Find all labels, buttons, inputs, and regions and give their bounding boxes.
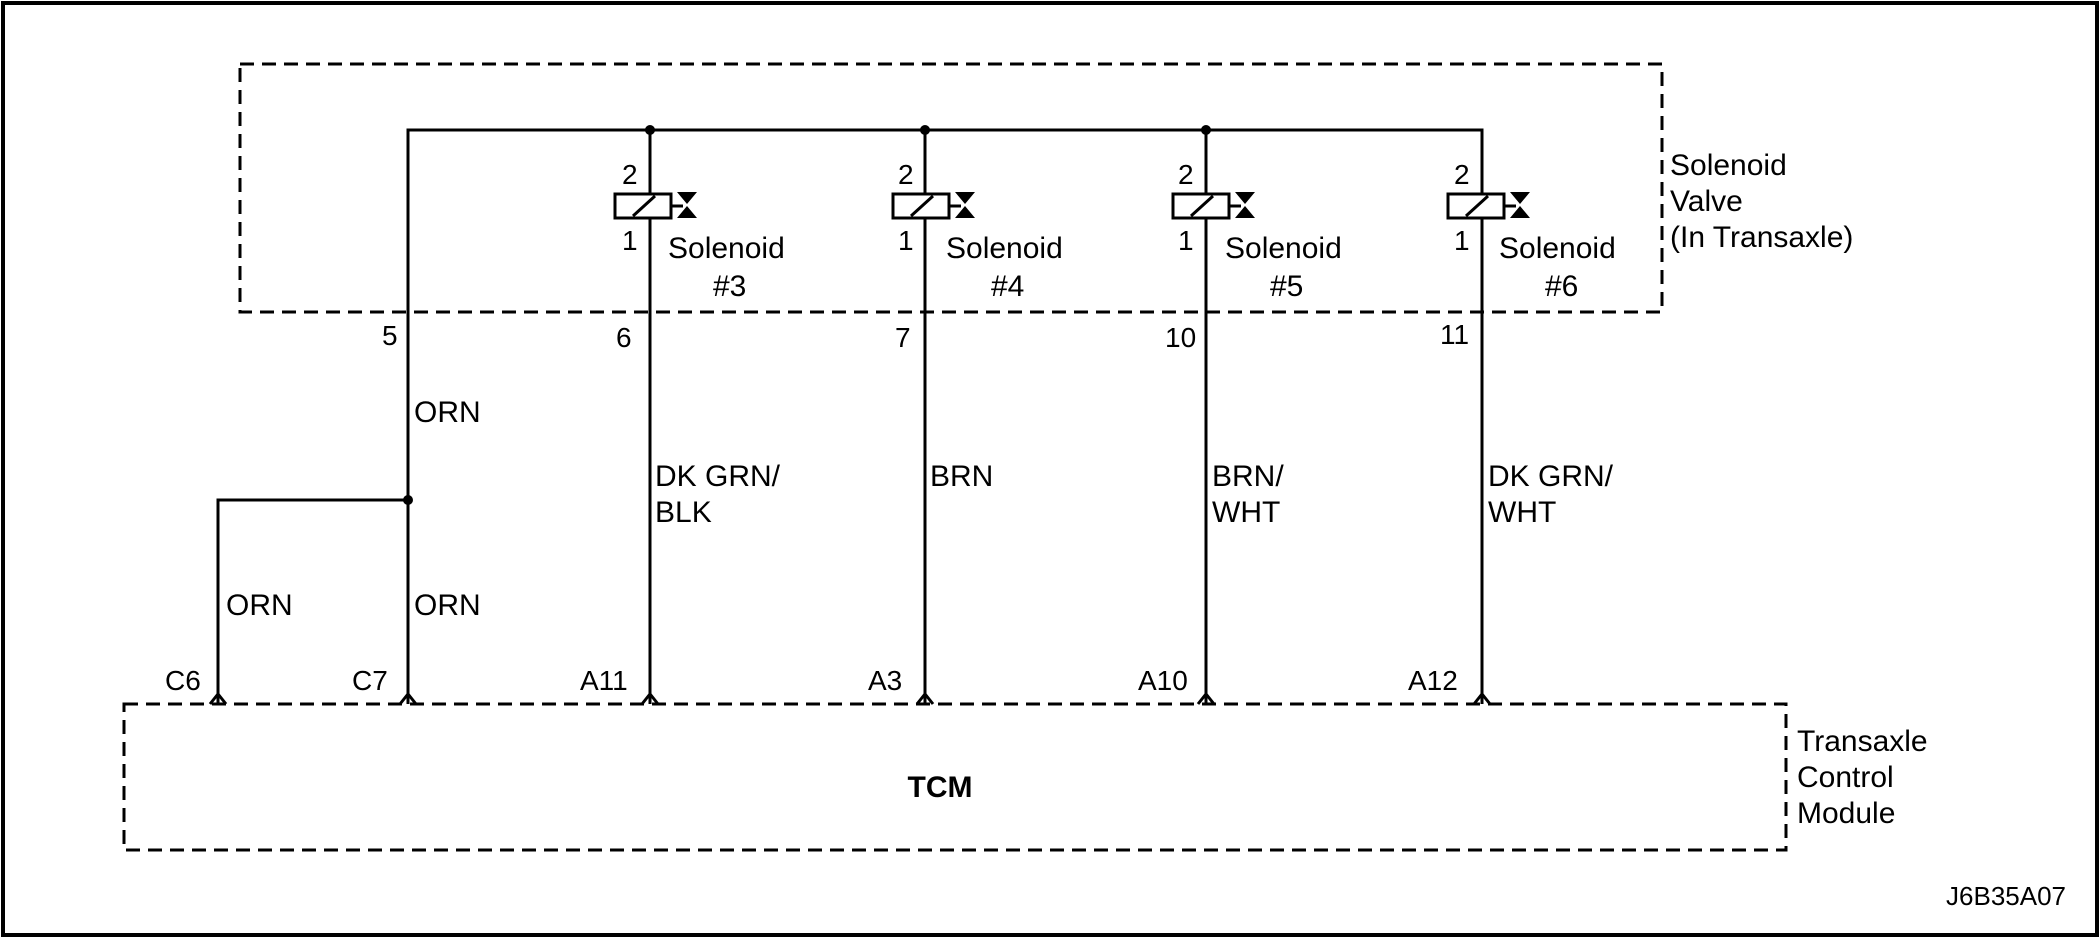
wire-color-line-1: BRN/: [1212, 460, 1284, 493]
solenoid-6: 2 1 Solenoid #6 11 DK GRN/ WHT A12: [1408, 159, 1616, 705]
solenoid-coil-slash: [909, 194, 935, 218]
solenoid-pin-2-label: 2: [1454, 159, 1470, 190]
connector-pin-label: 10: [1165, 322, 1196, 353]
tcm-label-1: Transaxle: [1797, 725, 1928, 758]
solenoid-4: 2 1 Solenoid #4 7 BRN A3: [868, 130, 1063, 705]
solenoid-coil-slash: [1464, 194, 1490, 218]
valve-icon: [677, 192, 697, 218]
tcm-label-3: Module: [1797, 797, 1895, 830]
valve-icon: [955, 192, 975, 218]
terminal-c6-marker: [208, 691, 228, 705]
terminal-c7-marker: [398, 691, 418, 705]
tcm-terminal-marker: [915, 691, 935, 705]
solenoid-number: #5: [1270, 270, 1303, 303]
solenoid-coil-slash: [1189, 194, 1215, 218]
solenoid-coil-icon: [1171, 192, 1231, 220]
tcm-terminal-label: A10: [1138, 665, 1188, 696]
solenoid-pin-2-label: 2: [622, 159, 638, 190]
wire-color-line-1: BRN: [930, 460, 993, 493]
solenoid-pin-1-label: 1: [1178, 225, 1194, 256]
solenoid-coil-slash: [631, 194, 657, 218]
solenoid-valve-label-2: Valve: [1670, 185, 1743, 218]
terminal-c6-label: C6: [165, 665, 201, 696]
solenoid-name: Solenoid: [1499, 232, 1616, 265]
solenoid-pin-1-label: 1: [1454, 225, 1470, 256]
tcm-terminal-marker: [640, 691, 660, 705]
connector-pin-label: 11: [1440, 319, 1469, 350]
solenoid-pin-1-label: 1: [898, 225, 914, 256]
solenoid-pin-1-label: 1: [622, 225, 638, 256]
wire-color-line-2: WHT: [1212, 496, 1280, 529]
tcm-terminal-marker: [1472, 691, 1492, 705]
common-bus-wire: [406, 128, 1484, 704]
solenoid-pin-2-label: 2: [1178, 159, 1194, 190]
tcm-terminal-label: A12: [1408, 665, 1458, 696]
solenoid-name: Solenoid: [1225, 232, 1342, 265]
wire-color-line-1: DK GRN/: [655, 460, 781, 493]
wire-color-line-2: WHT: [1488, 496, 1556, 529]
orn-splice: [403, 495, 413, 505]
solenoid-valve-label-1: Solenoid: [1670, 149, 1787, 182]
solenoid-name: Solenoid: [668, 232, 785, 265]
solenoid-number: #3: [713, 270, 746, 303]
tcm-terminal-label: A11: [580, 665, 628, 696]
tcm-name: TCM: [908, 771, 973, 804]
solenoid-3: 2 1 Solenoid #3 6 DK GRN/ BLK A11: [580, 130, 785, 705]
tcm-label-2: Control: [1797, 761, 1894, 794]
tcm-box: [122, 702, 1788, 852]
solenoid-name: Solenoid: [946, 232, 1063, 265]
tcm-terminal-marker: [1196, 691, 1216, 705]
wire-color-line-2: BLK: [655, 496, 712, 529]
solenoid-valve-label-3: (In Transaxle): [1670, 221, 1853, 254]
orn-wire-left-label: ORN: [226, 589, 293, 622]
orn-wire-upper-label: ORN: [414, 396, 481, 429]
wire-color-line-1: DK GRN/: [1488, 460, 1614, 493]
solenoid-5: 2 1 Solenoid #5 10 BRN/ WHT A10: [1138, 130, 1342, 705]
solenoid-pin-2-label: 2: [898, 159, 914, 190]
solenoid-number: #6: [1545, 270, 1578, 303]
terminal-c7-label: C7: [352, 665, 388, 696]
solenoid-valve-box: [238, 62, 1664, 314]
figure-id: J6B35A07: [1946, 881, 2066, 911]
solenoid-number: #4: [991, 270, 1024, 303]
valve-icon: [1510, 192, 1530, 218]
tcm-terminal-label: A3: [868, 665, 902, 696]
orn-wire-right-label: ORN: [414, 589, 481, 622]
connector-pin-label: 7: [895, 322, 911, 353]
common-pin-label: 5: [382, 320, 398, 351]
valve-icon: [1235, 192, 1255, 218]
orn-branch-wire: [216, 498, 408, 704]
connector-pin-label: 6: [616, 322, 632, 353]
